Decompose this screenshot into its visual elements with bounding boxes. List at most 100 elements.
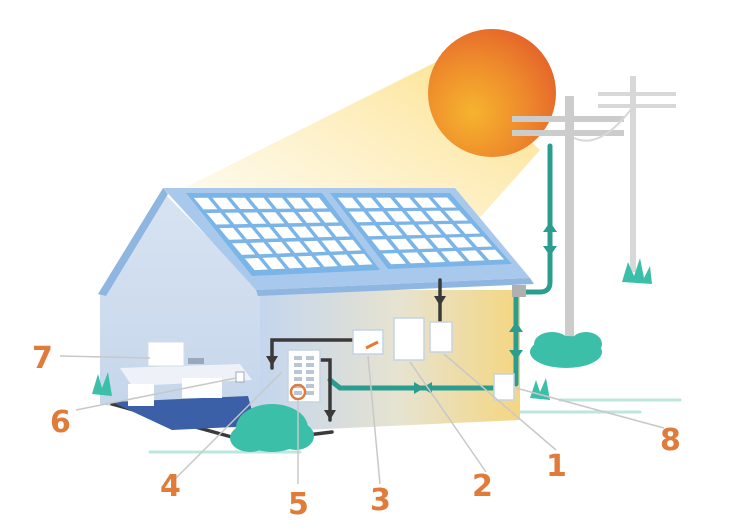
solar-cell	[286, 197, 310, 209]
solar-cell	[230, 197, 255, 210]
solar-cell	[339, 239, 362, 251]
outlet-icon	[235, 371, 245, 383]
solar-cell	[468, 236, 493, 248]
solar-cell	[371, 239, 395, 251]
solar-cell	[356, 197, 380, 209]
callout-8: 8	[660, 423, 681, 458]
solar-cell	[402, 252, 426, 264]
callout-2: 2	[472, 469, 493, 504]
solar-cell	[232, 242, 256, 255]
solar-cell	[279, 212, 303, 224]
breaker-slot	[294, 377, 302, 381]
solar-cell	[224, 212, 249, 225]
breaker-slot	[306, 363, 314, 367]
production-meter-icon	[429, 321, 453, 353]
solar-cell	[262, 257, 286, 270]
solar-cell	[413, 197, 438, 208]
solar-cell	[437, 223, 461, 235]
callout-1: 1	[546, 449, 567, 484]
sun-icon	[428, 29, 556, 157]
solar-cell	[348, 211, 372, 223]
grid-wire	[327, 143, 553, 391]
solar-cell	[421, 251, 446, 263]
solar-cell	[429, 237, 454, 249]
solar-cell	[460, 250, 485, 261]
leader-lines	[59, 353, 665, 485]
solar-panel-cells-right	[337, 197, 505, 265]
solar-cell	[193, 197, 218, 210]
breaker-slot	[306, 384, 314, 388]
solar-cell	[219, 227, 243, 240]
solar-cell	[297, 255, 321, 268]
solar-cell	[249, 242, 273, 255]
bush-front	[92, 372, 550, 452]
solar-cell	[261, 212, 285, 224]
breaker-slot	[306, 377, 314, 381]
meter-icon	[493, 373, 515, 401]
solar-cell	[360, 225, 384, 237]
solar-cell	[280, 256, 303, 269]
solar-cell	[333, 254, 356, 266]
ground-lines	[148, 398, 682, 454]
callout-4: 4	[160, 469, 181, 504]
solar-cell	[285, 241, 309, 253]
solar-cell	[448, 237, 473, 248]
solar-cell	[212, 197, 236, 210]
solar-cell	[417, 224, 442, 235]
callout-3: 3	[370, 483, 391, 518]
solar-cell	[456, 223, 481, 234]
solar-cell	[410, 238, 434, 249]
inverter-icon	[393, 317, 425, 361]
roof-gable-edge	[98, 188, 168, 296]
solar-cell	[350, 253, 373, 266]
callout-labels: 7 6 4 5 3 2 1 8	[32, 341, 681, 522]
utility-meter-box	[512, 285, 526, 297]
computer-icon	[147, 341, 204, 367]
solar-cell	[237, 227, 261, 240]
solar-cell	[367, 211, 392, 222]
breaker-slot	[306, 370, 314, 374]
breaker-slot	[294, 356, 302, 360]
solar-cell	[444, 210, 469, 221]
solar-cell	[406, 210, 430, 222]
solar-cell	[480, 249, 505, 261]
grid-wire-arrows	[414, 222, 557, 394]
solar-cell	[303, 240, 326, 253]
breaker-slot	[294, 370, 302, 374]
breaker-slot	[294, 391, 302, 395]
solar-cell	[425, 210, 449, 222]
breaker-slot	[306, 391, 314, 395]
solar-cell	[375, 197, 399, 209]
solar-cell	[390, 238, 415, 250]
desk-icon	[120, 364, 252, 406]
breaker-panel-icon	[287, 349, 321, 403]
solar-cell	[244, 258, 268, 271]
solar-cell	[379, 225, 403, 236]
solar-cell	[441, 251, 465, 262]
breaker-slot	[294, 363, 302, 367]
solar-cell	[305, 197, 328, 209]
solar-cell	[249, 197, 273, 209]
solar-cell	[337, 197, 361, 209]
solar-cell	[316, 211, 339, 223]
callout-7: 7	[32, 341, 53, 376]
solar-cell	[315, 255, 338, 267]
solar-cell	[382, 253, 406, 265]
bush-icon	[530, 258, 652, 368]
utility-pole-icon	[512, 76, 676, 366]
solar-cell	[309, 226, 333, 238]
solar-cell	[321, 240, 344, 252]
callout-6: 6	[50, 405, 71, 440]
disconnect-icon	[352, 329, 384, 355]
house-wall	[260, 290, 520, 432]
solar-cell	[327, 225, 351, 237]
solar-cell	[267, 241, 291, 254]
solar-cell	[267, 197, 291, 209]
solar-cell	[255, 227, 279, 239]
solar-cell	[206, 212, 231, 225]
callout-5: 5	[288, 487, 309, 522]
solar-cell	[387, 211, 411, 222]
solar-cell	[291, 226, 315, 238]
solar-cell	[432, 197, 457, 208]
